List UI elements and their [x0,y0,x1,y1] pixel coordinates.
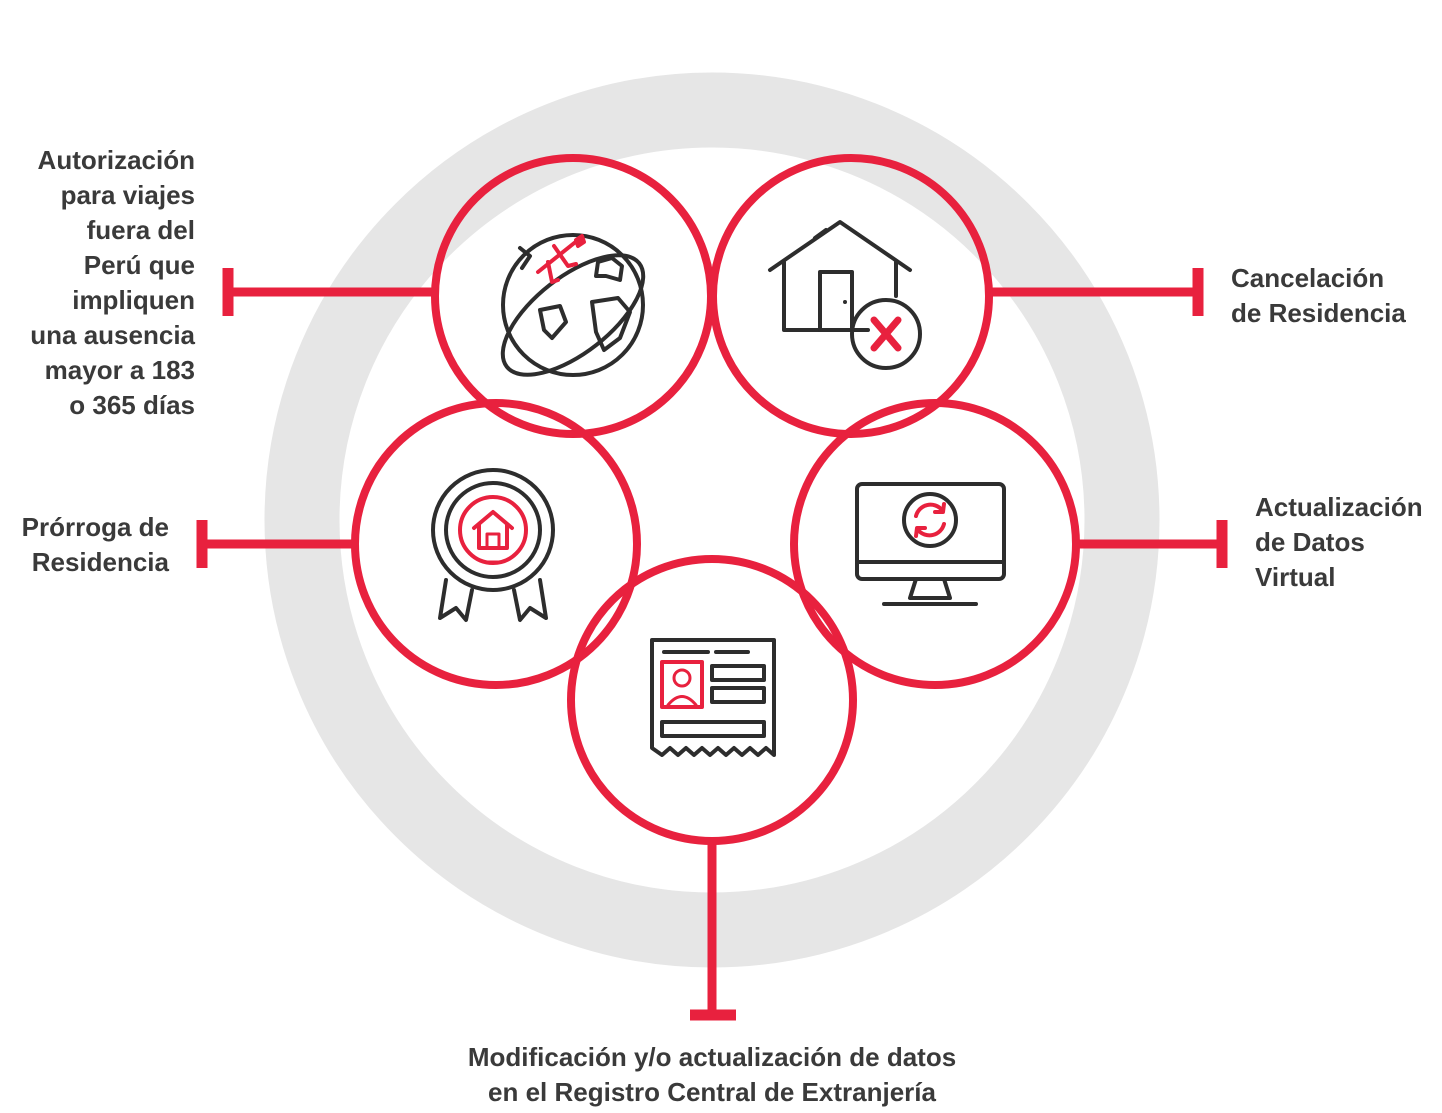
connector-modify [690,840,736,1021]
connector-extend [196,520,352,568]
circle-extend [351,399,641,689]
label-modify: Modificación y/o actualización de datos … [467,1042,957,1107]
circle-modify [567,555,857,845]
house-cancel-icon [768,220,922,370]
connector-travel [222,268,438,316]
label-extend: Prórroga de Residencia [21,512,169,577]
label-cancel: Cancelación de Residencia [1231,263,1406,328]
label-update: Actualización de Datos Virtual [1255,492,1423,592]
connector-update [1078,520,1228,568]
house-badge-icon [431,468,555,622]
service-circles [351,154,1080,845]
label-travel: Autorización para viajes fuera del Perú … [30,145,195,420]
id-document-icon [650,638,776,757]
monitor-refresh-icon [855,482,1006,606]
globe-airplane-icon [500,233,646,377]
circle-update [790,399,1080,689]
circle-travel [431,154,715,438]
connector-cancel [992,268,1204,316]
